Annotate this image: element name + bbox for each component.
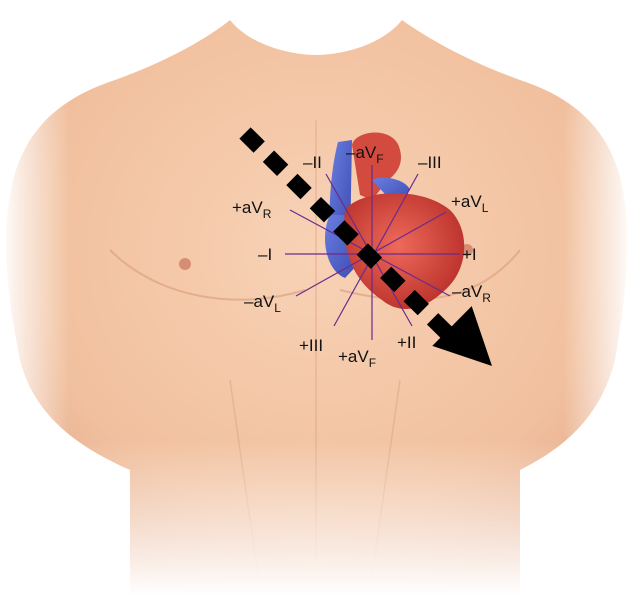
lead-label-minus-I: –I (258, 245, 272, 264)
lead-label-plus-I: +I (462, 245, 477, 264)
lead-label-plus-III: +III (299, 336, 323, 355)
left-nipple (179, 258, 191, 270)
lead-label-minus-III: –III (418, 153, 442, 172)
lead-label-minus-II: –II (303, 153, 322, 172)
lead-label-plus-II: +II (397, 333, 416, 352)
fade-right (563, 0, 633, 596)
fade-bottom (0, 440, 633, 596)
fade-left (0, 0, 70, 596)
